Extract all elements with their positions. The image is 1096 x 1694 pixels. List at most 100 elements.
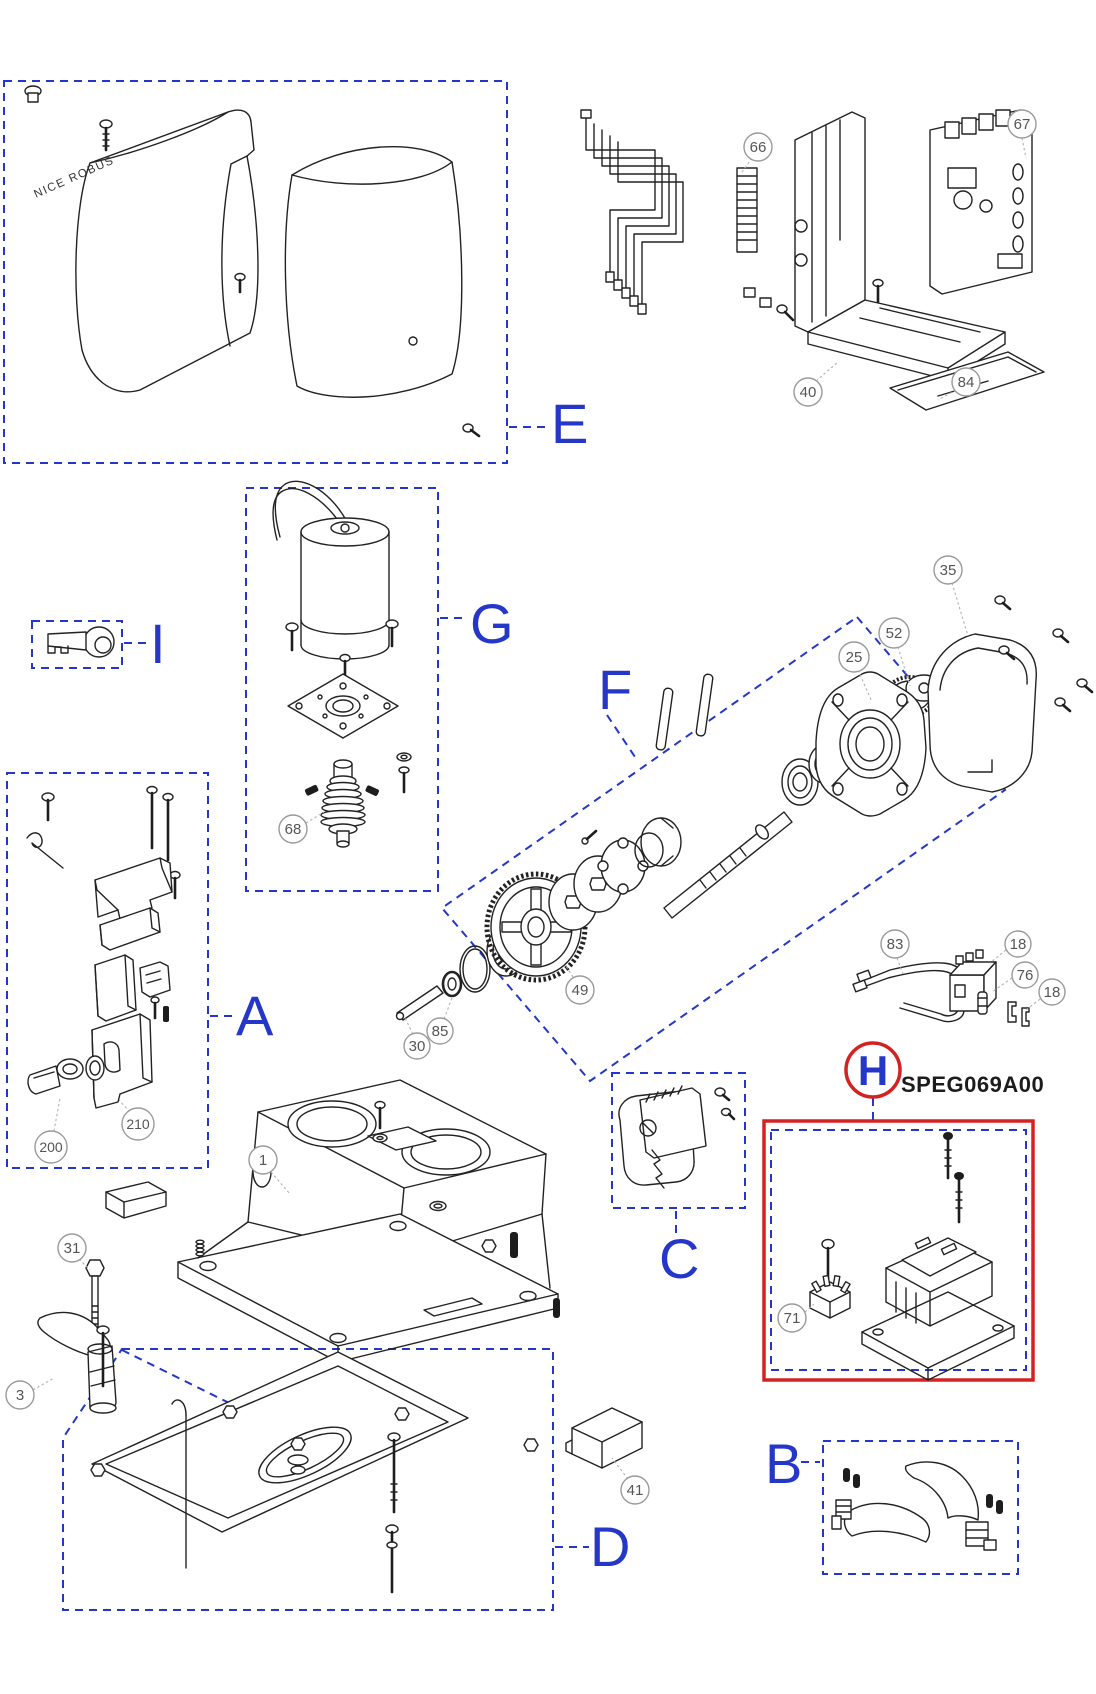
callout-49: 49 [565,975,595,1005]
svg-text:18: 18 [1044,984,1061,1001]
svg-text:200: 200 [39,1139,63,1155]
housing-bracket-drawing [794,111,1006,381]
cover-screws-drawing [994,595,1094,713]
release-handle-drawing [37,1311,117,1414]
callout-40: 40 [793,377,823,407]
base-hardware-drawing [195,1100,560,1318]
group-box-a [6,772,209,1169]
battery-cover-drawing [105,1181,167,1219]
svg-text:83: 83 [887,936,904,953]
group-box-c [611,1072,746,1209]
group-label-c: C [659,1227,699,1290]
group-d-inner-dash [121,1349,299,1438]
callout-1: 1 [248,1145,278,1175]
cable-cover-drawing [565,1407,643,1469]
svg-text:35: 35 [940,562,957,579]
flange-drawing [815,671,927,817]
leader-lines [32,137,1041,1480]
callout-35: 35 [933,555,963,585]
callout-83: 83 [880,929,910,959]
group-box-g [245,487,439,892]
callout-84: 84 [951,367,981,397]
callout-41: 41 [620,1475,650,1505]
control-board-drawing [929,109,1033,295]
release-levers-drawing [831,1461,1003,1551]
fuse-drawing [977,991,988,1015]
h-badge-circle [844,1041,902,1099]
group-label-f: F [598,658,632,721]
group-label-g: G [470,592,514,655]
group-box-h-red [762,1119,1035,1382]
svg-text:85: 85 [432,1023,449,1040]
clips-and-screw-drawing [743,287,795,322]
svg-text:25: 25 [846,649,863,666]
input-shaft-drawing [655,673,793,919]
callout-68: 68 [278,814,308,844]
pivot-bolt-drawing [85,1259,105,1329]
motor-drawing [272,480,399,684]
motor-base-drawing [177,1079,559,1363]
svg-text:68: 68 [285,821,302,838]
thermal-wire-drawing [852,962,965,1023]
fuse-clips-drawing [1007,1001,1030,1027]
callout-30: 30 [403,1032,431,1060]
svg-text:18: 18 [1010,936,1027,953]
callout-18a: 18 [1004,930,1032,958]
svg-text:52: 52 [886,625,903,642]
cover-left-drawing: NICE ROBUS [24,85,259,393]
svg-text:84: 84 [958,374,975,391]
group-f-connector [606,714,638,761]
group-box-i [31,620,123,669]
group-label-i: I [150,612,166,675]
callout-85: 85 [426,1017,454,1045]
cover-right-drawing [284,145,481,438]
svg-text:31: 31 [64,1240,81,1257]
svg-text:71: 71 [784,1310,801,1327]
svg-text:49: 49 [572,982,589,999]
callout-18b: 18 [1038,978,1066,1006]
wire-harness-drawing [580,109,758,315]
group-box-f [440,615,1007,1083]
gear-cover-drawing [927,633,1037,793]
group-label-h: H [858,1047,888,1094]
group-letters: E G F I A C D B [150,392,802,1578]
callout-3: 3 [5,1380,35,1410]
group-label-e: E [551,392,588,455]
h-badge: H SPEG069A00 [844,1041,1044,1099]
svg-text:66: 66 [750,139,767,156]
callout-31: 31 [57,1233,87,1263]
group-label-a: A [236,984,274,1047]
group-box-h-blue [770,1129,1027,1371]
group-label-b: B [765,1432,802,1495]
callout-67: 67 [1007,109,1037,139]
callout-52: 52 [878,617,910,649]
svg-text:41: 41 [627,1482,644,1499]
capacitor-block-drawing [949,949,997,1012]
worm-gear-drawing [304,759,379,848]
group-box-b [822,1440,1019,1575]
callout-66: 66 [743,132,773,162]
lock-group-drawing [26,785,181,1109]
svg-text:76: 76 [1017,967,1034,984]
motor-plate-drawing [287,673,412,794]
svg-text:30: 30 [409,1038,426,1055]
group-boxes [3,80,1035,1611]
svg-text:40: 40 [800,384,817,401]
svg-text:1: 1 [259,1152,267,1169]
limit-switch-drawing [618,1085,736,1189]
callout-200: 200 [34,1130,68,1164]
svg-text:67: 67 [1014,116,1031,133]
callout-25: 25 [838,641,870,673]
svg-text:3: 3 [16,1387,24,1404]
clutch-discs-drawing [548,817,682,931]
callout-210: 210 [121,1107,155,1141]
callout-71: 71 [777,1303,807,1333]
group-box-e [3,80,508,464]
key-drawing [47,626,115,658]
callout-76: 76 [1011,961,1039,989]
group-label-d: D [590,1515,630,1578]
spare-part-code: SPEG069A00 [901,1072,1044,1097]
callouts: 66 67 40 84 35 52 25 49 30 85 83 18 76 1… [5,109,1066,1505]
